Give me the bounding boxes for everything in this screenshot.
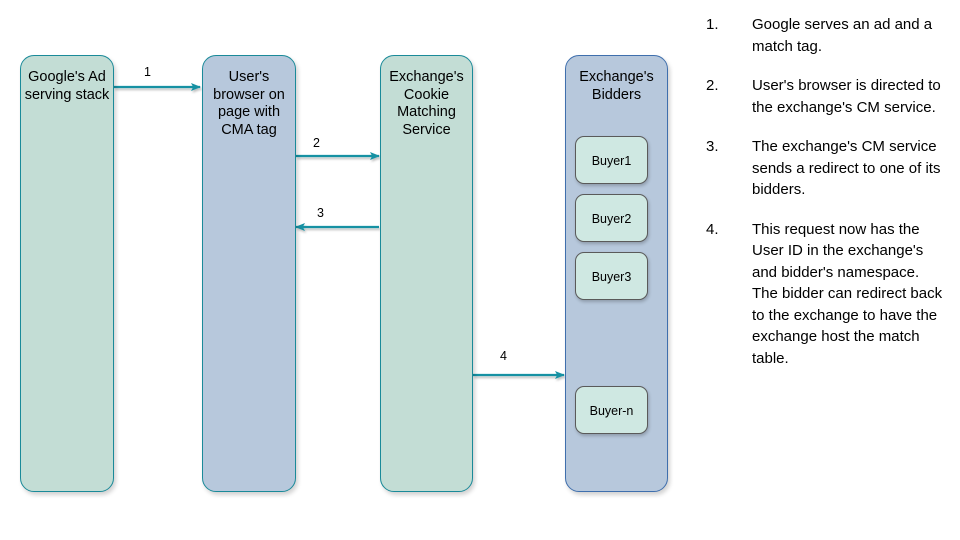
- steps-list: 1. Google serves an ad and a match tag. …: [706, 14, 946, 387]
- arrow-label-3: 3: [317, 206, 324, 220]
- step-text: This request now has the User ID in the …: [752, 220, 943, 367]
- step-text: The exchange's CM service sends a redire…: [752, 138, 941, 198]
- step-text: Google serves an ad and a match tag.: [752, 16, 933, 55]
- lane-label: User's browser on page with CMA tag: [213, 69, 285, 138]
- step-number: 2.: [706, 77, 719, 94]
- arrow-label-1: 1: [144, 65, 151, 79]
- list-item: 4. This request now has the User ID in t…: [706, 219, 946, 370]
- list-item: 1. Google serves an ad and a match tag.: [706, 14, 946, 57]
- lane-label: Exchange's Cookie Matching Service: [389, 69, 464, 138]
- lane-label: Google's Ad serving stack: [24, 69, 110, 103]
- buyer-box-2[interactable]: Buyer2: [575, 194, 648, 242]
- buyer-box-3[interactable]: Buyer3: [575, 252, 648, 300]
- step-text: User's browser is directed to the exchan…: [752, 77, 941, 116]
- lane-google-ad-serving-stack[interactable]: Google's Ad serving stack: [20, 55, 114, 492]
- step-number: 1.: [706, 16, 719, 33]
- arrow-label-2: 2: [313, 136, 320, 150]
- buyer-box-n[interactable]: Buyer-n: [575, 386, 648, 434]
- lane-label: Exchange's Bidders: [579, 69, 654, 103]
- list-item: 2. User's browser is directed to the exc…: [706, 75, 946, 118]
- lane-exchange-cookie-matching-service[interactable]: Exchange's Cookie Matching Service: [380, 55, 473, 492]
- lane-user-browser[interactable]: User's browser on page with CMA tag: [202, 55, 296, 492]
- step-number: 3.: [706, 138, 719, 155]
- buyer-box-1[interactable]: Buyer1: [575, 136, 648, 184]
- list-item: 3. The exchange's CM service sends a red…: [706, 136, 946, 201]
- step-number: 4.: [706, 220, 719, 238]
- arrow-label-4: 4: [500, 349, 507, 363]
